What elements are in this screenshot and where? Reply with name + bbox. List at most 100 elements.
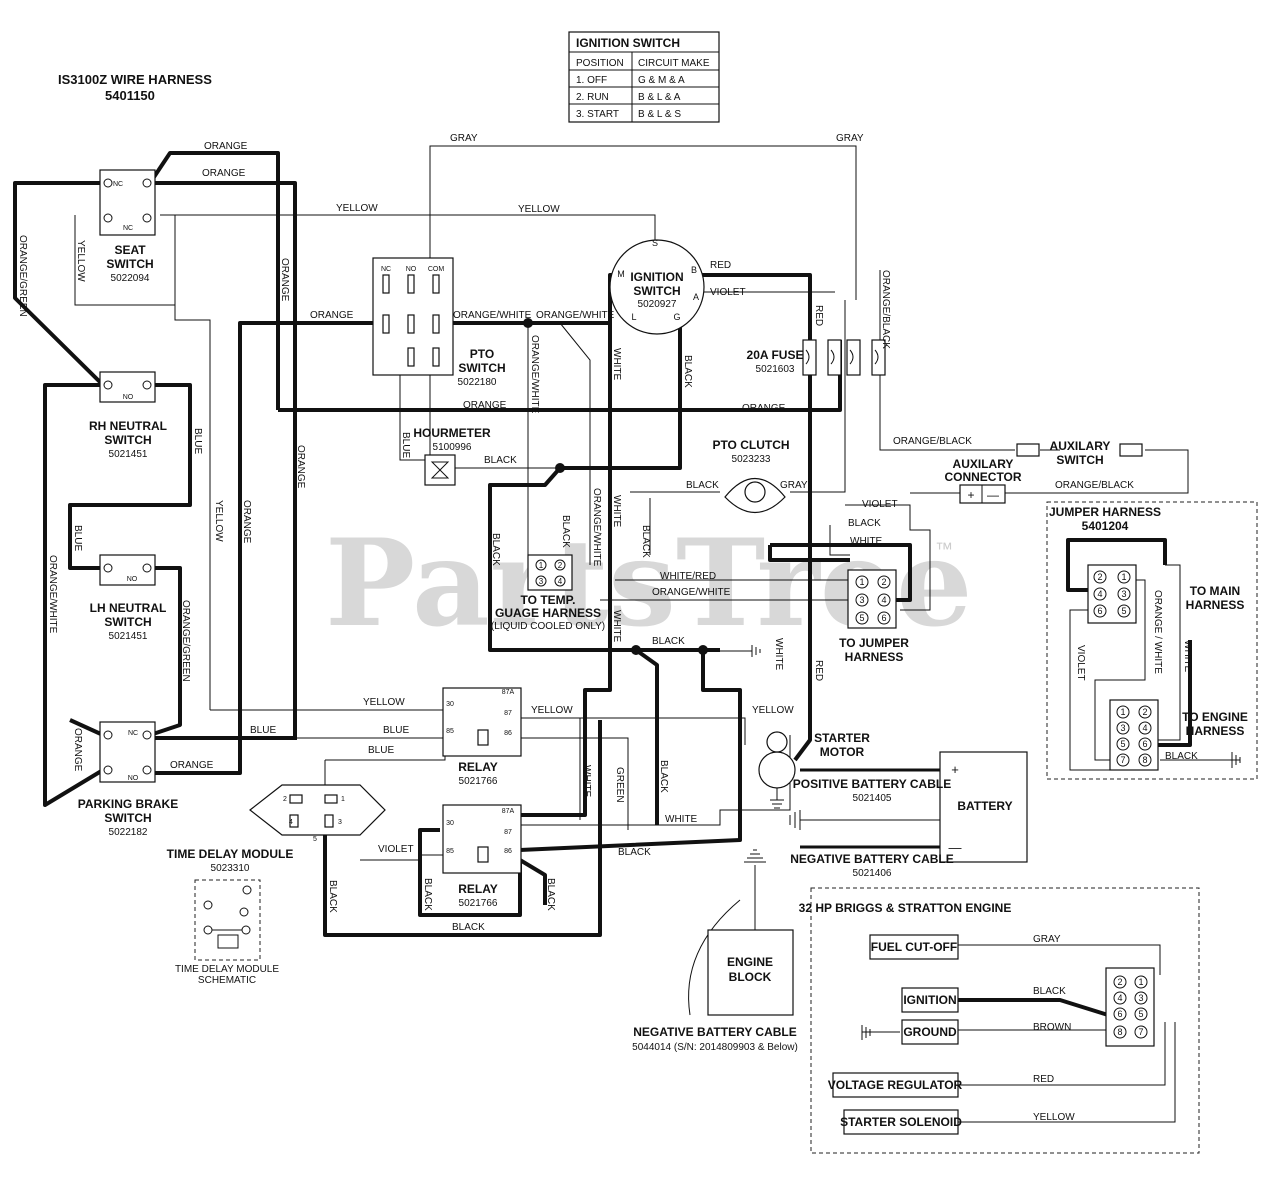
- aux-switch-name2: SWITCH: [1056, 453, 1103, 467]
- wire-label: RED: [813, 660, 824, 681]
- wire-label: YELLOW: [213, 500, 224, 542]
- svg-text:6: 6: [1142, 739, 1147, 749]
- parking-brake-switch: NC NO PARKING BRAKE SWITCH 5022182: [78, 721, 178, 838]
- relay-lower-pn: 5021766: [459, 898, 498, 909]
- lh-neutral-pn: 5021451: [109, 631, 148, 642]
- wire-label: VIOLET: [378, 844, 414, 855]
- relay-pin: 30: [446, 820, 454, 827]
- hourmeter-name: HOURMETER: [413, 426, 491, 440]
- svg-text:6: 6: [1117, 1009, 1122, 1019]
- ignition-switch-pn: 5020927: [638, 299, 677, 310]
- table-cell: 3. START: [576, 109, 619, 120]
- svg-text:3: 3: [859, 595, 864, 605]
- wire-label: WHITE: [611, 495, 622, 528]
- pto-switch-name2: SWITCH: [458, 361, 505, 375]
- wire-label: ORANGE: [241, 500, 252, 544]
- wire-label: RED: [710, 260, 731, 271]
- wire-label: YELLOW: [531, 705, 573, 716]
- svg-text:6: 6: [1097, 606, 1102, 616]
- wire-label: WHITE: [581, 765, 592, 798]
- wire-label: BLACK: [327, 880, 338, 913]
- pb-no: NO: [128, 775, 139, 782]
- parking-brake-name2: SWITCH: [104, 811, 151, 825]
- wire-label: BLACK: [686, 480, 719, 491]
- engine-vreg: VOLTAGE REGULATOR: [828, 1078, 963, 1092]
- fuse-pn: 5021603: [756, 364, 795, 375]
- engine-block-name1: ENGINE: [727, 955, 773, 969]
- starter-motor: STARTER MOTOR: [758, 731, 870, 809]
- wire-label: ORANGE: [295, 445, 306, 489]
- wire-label: WHITE: [611, 610, 622, 643]
- table-col-circuit: CIRCUIT MAKE: [638, 58, 710, 69]
- fuse-name: 20A FUSE: [747, 348, 804, 362]
- wire-label: ORANGE: [742, 403, 786, 414]
- wire-label: BLACK: [545, 878, 556, 911]
- ignition-switch-name1: IGNITION: [630, 270, 683, 284]
- ignition-switch-name2: SWITCH: [633, 284, 680, 298]
- lh-neutral-name1: LH NEUTRAL: [90, 601, 167, 615]
- wire-label: BLACK: [422, 878, 433, 911]
- wire-label: BLACK: [1033, 986, 1066, 997]
- pos-cable-name: POSITIVE BATTERY CABLE: [793, 777, 951, 791]
- svg-text:2: 2: [1142, 707, 1147, 717]
- seat-nc-1: NC: [113, 181, 123, 188]
- wire-label: WHITE: [611, 348, 622, 381]
- seat-switch: NC NC SEAT SWITCH 5022094: [99, 169, 156, 284]
- tdm-pin: 2: [283, 796, 287, 803]
- seat-switch-name2: SWITCH: [106, 257, 153, 271]
- wire-label: VIOLET: [710, 287, 746, 298]
- lh-neutral-name2: SWITCH: [104, 615, 151, 629]
- starter-name1: STARTER: [814, 731, 870, 745]
- battery-minus: —: [949, 840, 962, 855]
- wire-label: RED: [813, 305, 824, 326]
- wire-label: BROWN: [1033, 1022, 1071, 1033]
- wire-label: BLACK: [560, 515, 571, 548]
- wire-label: WHITE: [1182, 640, 1193, 673]
- auxiliary-switch: AUXILARY SWITCH: [1016, 439, 1143, 467]
- jumper-harness-name: JUMPER HARNESS: [1049, 505, 1161, 519]
- parking-brake-pn: 5022182: [109, 827, 148, 838]
- pto-switch-pn: 5022180: [458, 377, 497, 388]
- wire-label: ORANGE/WHITE: [529, 335, 540, 414]
- rh-neutral-pn: 5021451: [109, 449, 148, 460]
- wire-label: VIOLET: [1075, 645, 1086, 681]
- relay-pin: 30: [446, 701, 454, 708]
- relay-pin: 87: [504, 710, 512, 717]
- svg-text:4: 4: [1097, 589, 1102, 599]
- rh-neutral-switch: NO RH NEUTRAL SWITCH 5021451: [89, 371, 167, 460]
- svg-text:8: 8: [1117, 1027, 1122, 1037]
- svg-text:3: 3: [1138, 993, 1143, 1003]
- svg-text:4: 4: [1142, 723, 1147, 733]
- wire-label: BLACK: [490, 533, 501, 566]
- to-engine-1: TO ENGINE: [1182, 710, 1248, 724]
- svg-text:7: 7: [1120, 755, 1125, 765]
- svg-text:5: 5: [1121, 606, 1126, 616]
- wire-label: YELLOW: [752, 705, 794, 716]
- tdm-schematic-1: TIME DELAY MODULE: [175, 964, 279, 975]
- rh-neutral-name2: SWITCH: [104, 433, 151, 447]
- wire-label: WHITE: [773, 638, 784, 671]
- relay-pin: 85: [446, 728, 454, 735]
- neg-cable-pn: 5021406: [853, 868, 892, 879]
- wire-label: ORANGE/GREEN: [17, 235, 28, 317]
- wire-label: BLACK: [848, 518, 881, 529]
- pto-clutch: PTO CLUTCH 5023233: [712, 438, 790, 513]
- wire-label: BLACK: [682, 355, 693, 388]
- to-main-1: TO MAIN: [1190, 584, 1240, 598]
- wire-label: ORANGE/GREEN: [180, 600, 191, 682]
- pto-nc: NC: [381, 266, 391, 273]
- tdm-pin: 4: [289, 819, 293, 826]
- aux-switch-name1: AUXILARY: [1050, 439, 1111, 453]
- ground-symbols: [751, 645, 761, 657]
- relay-upper: 30 87A 87 85 86 RELAY 5021766: [442, 687, 522, 787]
- svg-text:5: 5: [1138, 1009, 1143, 1019]
- trademark: ™: [935, 539, 953, 559]
- svg-text:2: 2: [881, 577, 886, 587]
- auxiliary-connector: + — AUXILARY CONNECTOR: [944, 457, 1022, 504]
- relay-pin: 86: [504, 730, 512, 737]
- pto-clutch-name: PTO CLUTCH: [712, 438, 789, 452]
- wire-label: BLUE: [72, 525, 83, 551]
